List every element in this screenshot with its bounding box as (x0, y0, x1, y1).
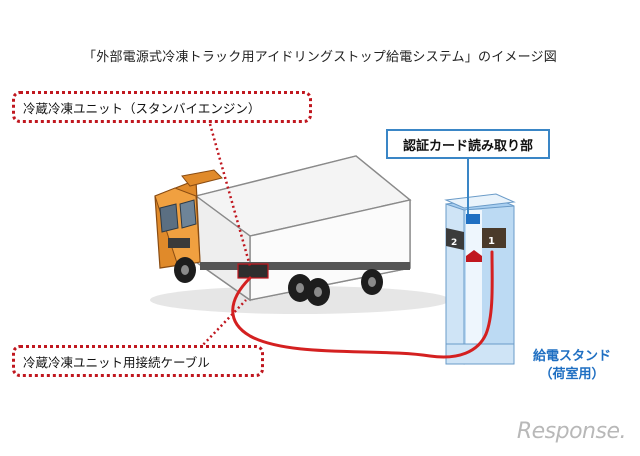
diagram-title: 「外部電源式冷凍トラック用アイドリングストップ給電システム」のイメージ図 (83, 50, 557, 65)
auth-reader-callout: 認証カード読み取り部 (386, 129, 550, 159)
refrigeration-unit-box (237, 263, 269, 279)
station-port-right: 1 (488, 236, 495, 247)
connection-cable-callout: 冷蔵冷凍ユニット用接続ケーブル (12, 345, 264, 377)
station-label-line2: （荷室用） (539, 367, 605, 382)
refrigeration-unit-label: 冷蔵冷凍ユニット（スタンバイエンジン） (23, 100, 261, 116)
charging-station-label: 給電スタンド （荷室用） (512, 348, 632, 384)
truck-chassis (200, 262, 410, 270)
response-watermark: Response. (516, 419, 627, 444)
refrigeration-unit-callout: 冷蔵冷凍ユニット（スタンバイエンジン） (12, 91, 312, 123)
auth-reader-label: 認証カード読み取り部 (402, 138, 533, 154)
cable-callout-leader (199, 299, 247, 349)
connection-cable-label: 冷蔵冷凍ユニット用接続ケーブル (23, 354, 210, 370)
connection-cable (231, 250, 494, 359)
station-label-line1: 給電スタンド (532, 349, 611, 364)
truck-cab (154, 169, 223, 269)
charging-station (444, 193, 516, 365)
station-port-left: 2 (451, 238, 457, 248)
